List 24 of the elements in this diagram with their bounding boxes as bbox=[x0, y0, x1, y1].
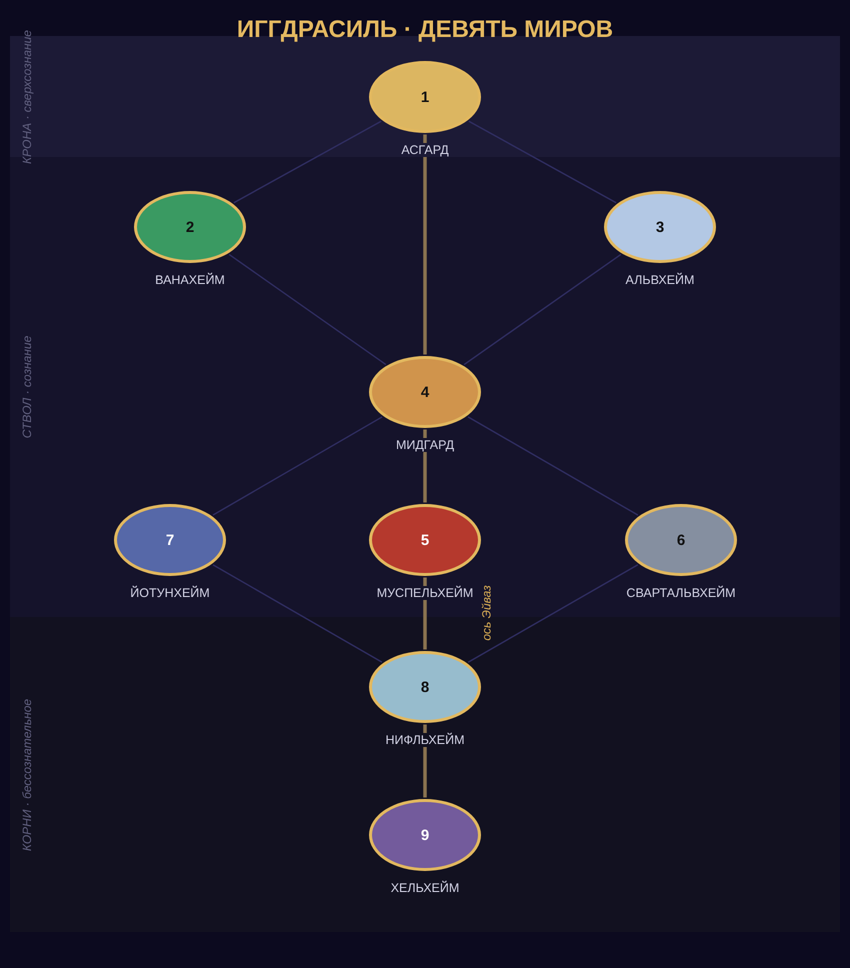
band-label: СТВОЛ · сознание bbox=[20, 336, 34, 438]
connector-line bbox=[212, 416, 382, 516]
world-number: 8 bbox=[420, 678, 430, 696]
world-number: 7 bbox=[166, 532, 174, 548]
layer-band bbox=[10, 617, 840, 932]
world-number: 5 bbox=[420, 532, 430, 548]
connector-line bbox=[468, 120, 616, 204]
diagram-title: ИГГДРАСИЛЬ · ДЕВЯТЬ МИРОВ bbox=[236, 15, 614, 45]
connector-line bbox=[468, 416, 638, 516]
world-number: 4 bbox=[420, 384, 430, 400]
band-label: КРОНА · сверхсознание bbox=[20, 30, 34, 164]
connector-line bbox=[234, 120, 382, 204]
connector-line bbox=[464, 254, 622, 366]
world-number: 9 bbox=[420, 826, 430, 844]
connector-line bbox=[228, 254, 386, 366]
trunk-line bbox=[423, 134, 427, 354]
axis-label: ось Эйваз bbox=[480, 585, 494, 641]
world-number: 3 bbox=[656, 218, 664, 236]
world-number: 2 bbox=[186, 218, 194, 236]
band-label: КОРНИ · бессознательное bbox=[20, 698, 34, 851]
connector-line bbox=[212, 564, 382, 663]
world-number: 6 bbox=[676, 532, 686, 548]
connector-line bbox=[468, 564, 638, 663]
world-number: 1 bbox=[420, 88, 430, 106]
